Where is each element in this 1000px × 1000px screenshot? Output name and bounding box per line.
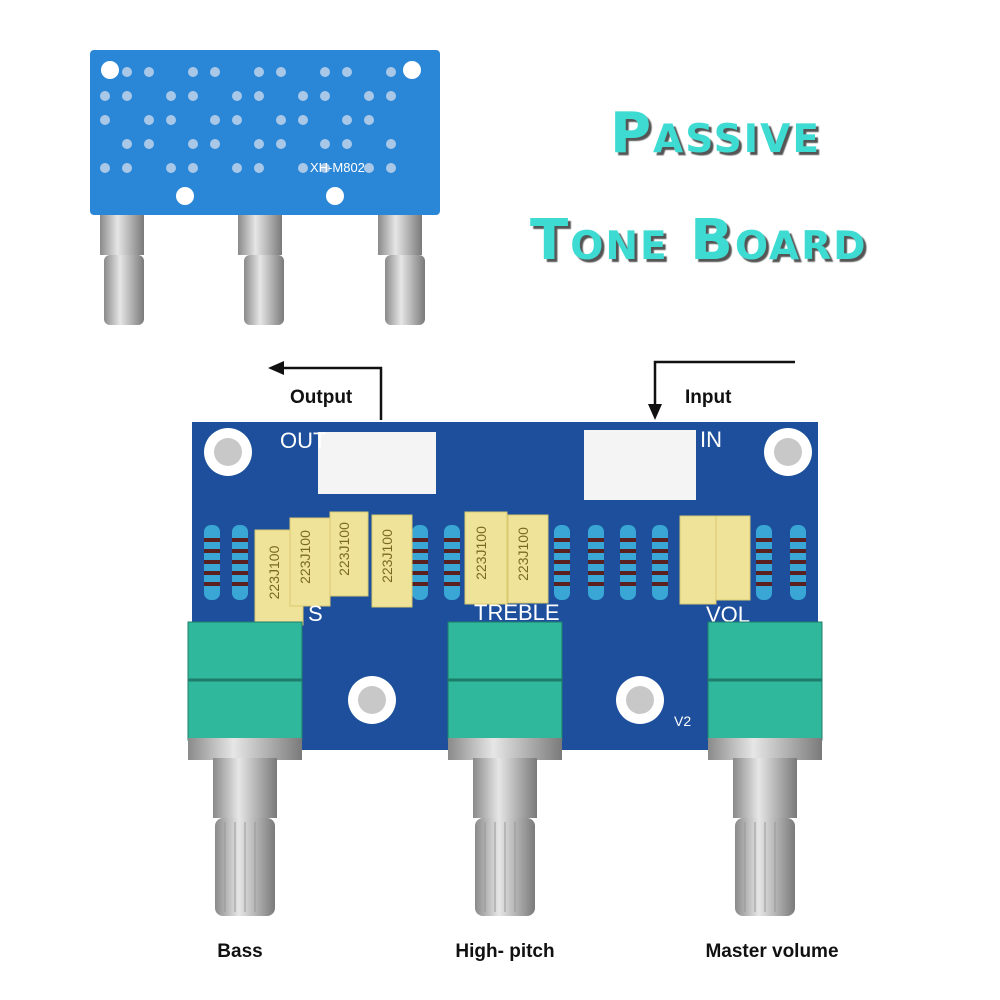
solder-pad <box>232 115 242 125</box>
solder-pad <box>232 163 242 173</box>
solder-pad <box>364 115 374 125</box>
solder-pad <box>342 67 352 77</box>
solder-pad <box>298 163 308 173</box>
capacitor-marking: 223J100 <box>379 529 395 583</box>
resistor <box>620 525 636 600</box>
solder-pad <box>276 139 286 149</box>
capacitor <box>715 515 751 601</box>
solder-pad <box>386 91 396 101</box>
title-line1: Passive <box>610 101 821 166</box>
solder-pad <box>254 67 264 77</box>
input-label: Input <box>685 387 732 408</box>
solder-pad <box>254 163 264 173</box>
capacitor-marking: 223J100 <box>473 526 489 580</box>
solder-pad <box>122 67 132 77</box>
solder-pad <box>386 163 396 173</box>
solder-pad <box>166 91 176 101</box>
top-board-back: XH-M802 <box>90 50 440 325</box>
capacitor-marking: 223J100 <box>515 527 531 581</box>
solder-pad <box>298 91 308 101</box>
solder-pad <box>144 67 154 77</box>
input-arrow <box>653 360 795 408</box>
capacitor: 223J100 <box>329 511 369 597</box>
solder-pad <box>364 91 374 101</box>
solder-pad <box>210 67 220 77</box>
treble-label: High- pitch <box>455 941 554 962</box>
solder-pad <box>342 139 352 149</box>
silk-out: OUT <box>280 428 326 453</box>
solder-pad <box>188 139 198 149</box>
solder-pad <box>122 91 132 101</box>
solder-pad <box>364 163 374 173</box>
bass-potentiometer-knob[interactable] <box>187 621 303 916</box>
silk-version: V2 <box>674 713 691 729</box>
capacitor: 223J100 <box>464 511 508 605</box>
solder-pad <box>342 115 352 125</box>
capacitor-marking: 223J100 <box>266 545 282 599</box>
solder-pad <box>276 115 286 125</box>
resistor <box>756 525 772 600</box>
solder-pad <box>386 67 396 77</box>
resistor <box>232 525 248 600</box>
solder-pad <box>298 115 308 125</box>
solder-pad <box>100 115 110 125</box>
output-arrow-head <box>268 361 284 375</box>
solder-pad <box>188 91 198 101</box>
solder-pad <box>144 115 154 125</box>
solder-pad <box>254 139 264 149</box>
solder-pad <box>122 163 132 173</box>
resistor <box>444 525 460 600</box>
solder-pad <box>188 67 198 77</box>
input-connector <box>584 430 696 500</box>
capacitor: 223J100 <box>507 514 549 604</box>
output-label: Output <box>290 387 353 408</box>
solder-pad <box>210 115 220 125</box>
silk-bass: S <box>308 601 323 626</box>
capacitor: 223J100 <box>289 517 331 607</box>
solder-pad <box>320 91 330 101</box>
input-arrow-head <box>648 404 662 420</box>
solder-pad <box>276 67 286 77</box>
resistor <box>652 525 668 600</box>
solder-pad <box>144 139 154 149</box>
solder-pad <box>166 115 176 125</box>
output-connector <box>318 432 436 494</box>
solder-pad <box>320 67 330 77</box>
volume-label: Master volume <box>705 941 838 962</box>
solder-pad <box>100 91 110 101</box>
volume-potentiometer-knob[interactable] <box>707 621 823 916</box>
solder-pad <box>100 163 110 173</box>
treble-potentiometer-knob[interactable] <box>447 621 563 916</box>
solder-pad <box>210 139 220 149</box>
bass-label: Bass <box>217 941 262 962</box>
capacitor-marking: 223J100 <box>336 522 352 576</box>
product-title: Passive Tone Board <box>530 101 868 273</box>
silk-in: IN <box>700 427 722 452</box>
capacitor-marking: 223J100 <box>297 530 313 584</box>
solder-pad <box>188 163 198 173</box>
solder-pad <box>254 91 264 101</box>
title-line2: Tone Board <box>530 208 868 273</box>
solder-pad <box>320 163 330 173</box>
resistor <box>554 525 570 600</box>
resistor <box>588 525 604 600</box>
solder-pad <box>320 139 330 149</box>
solder-pad <box>386 139 396 149</box>
resistor <box>204 525 220 600</box>
top-board-silkscreen: XH-M802 <box>310 160 365 175</box>
capacitor: 223J100 <box>371 514 413 608</box>
solder-pad <box>232 91 242 101</box>
resistor <box>412 525 428 600</box>
resistor <box>790 525 806 600</box>
output-arrow <box>280 366 383 420</box>
solder-pad <box>166 163 176 173</box>
capacitor <box>679 515 717 605</box>
solder-pad <box>122 139 132 149</box>
